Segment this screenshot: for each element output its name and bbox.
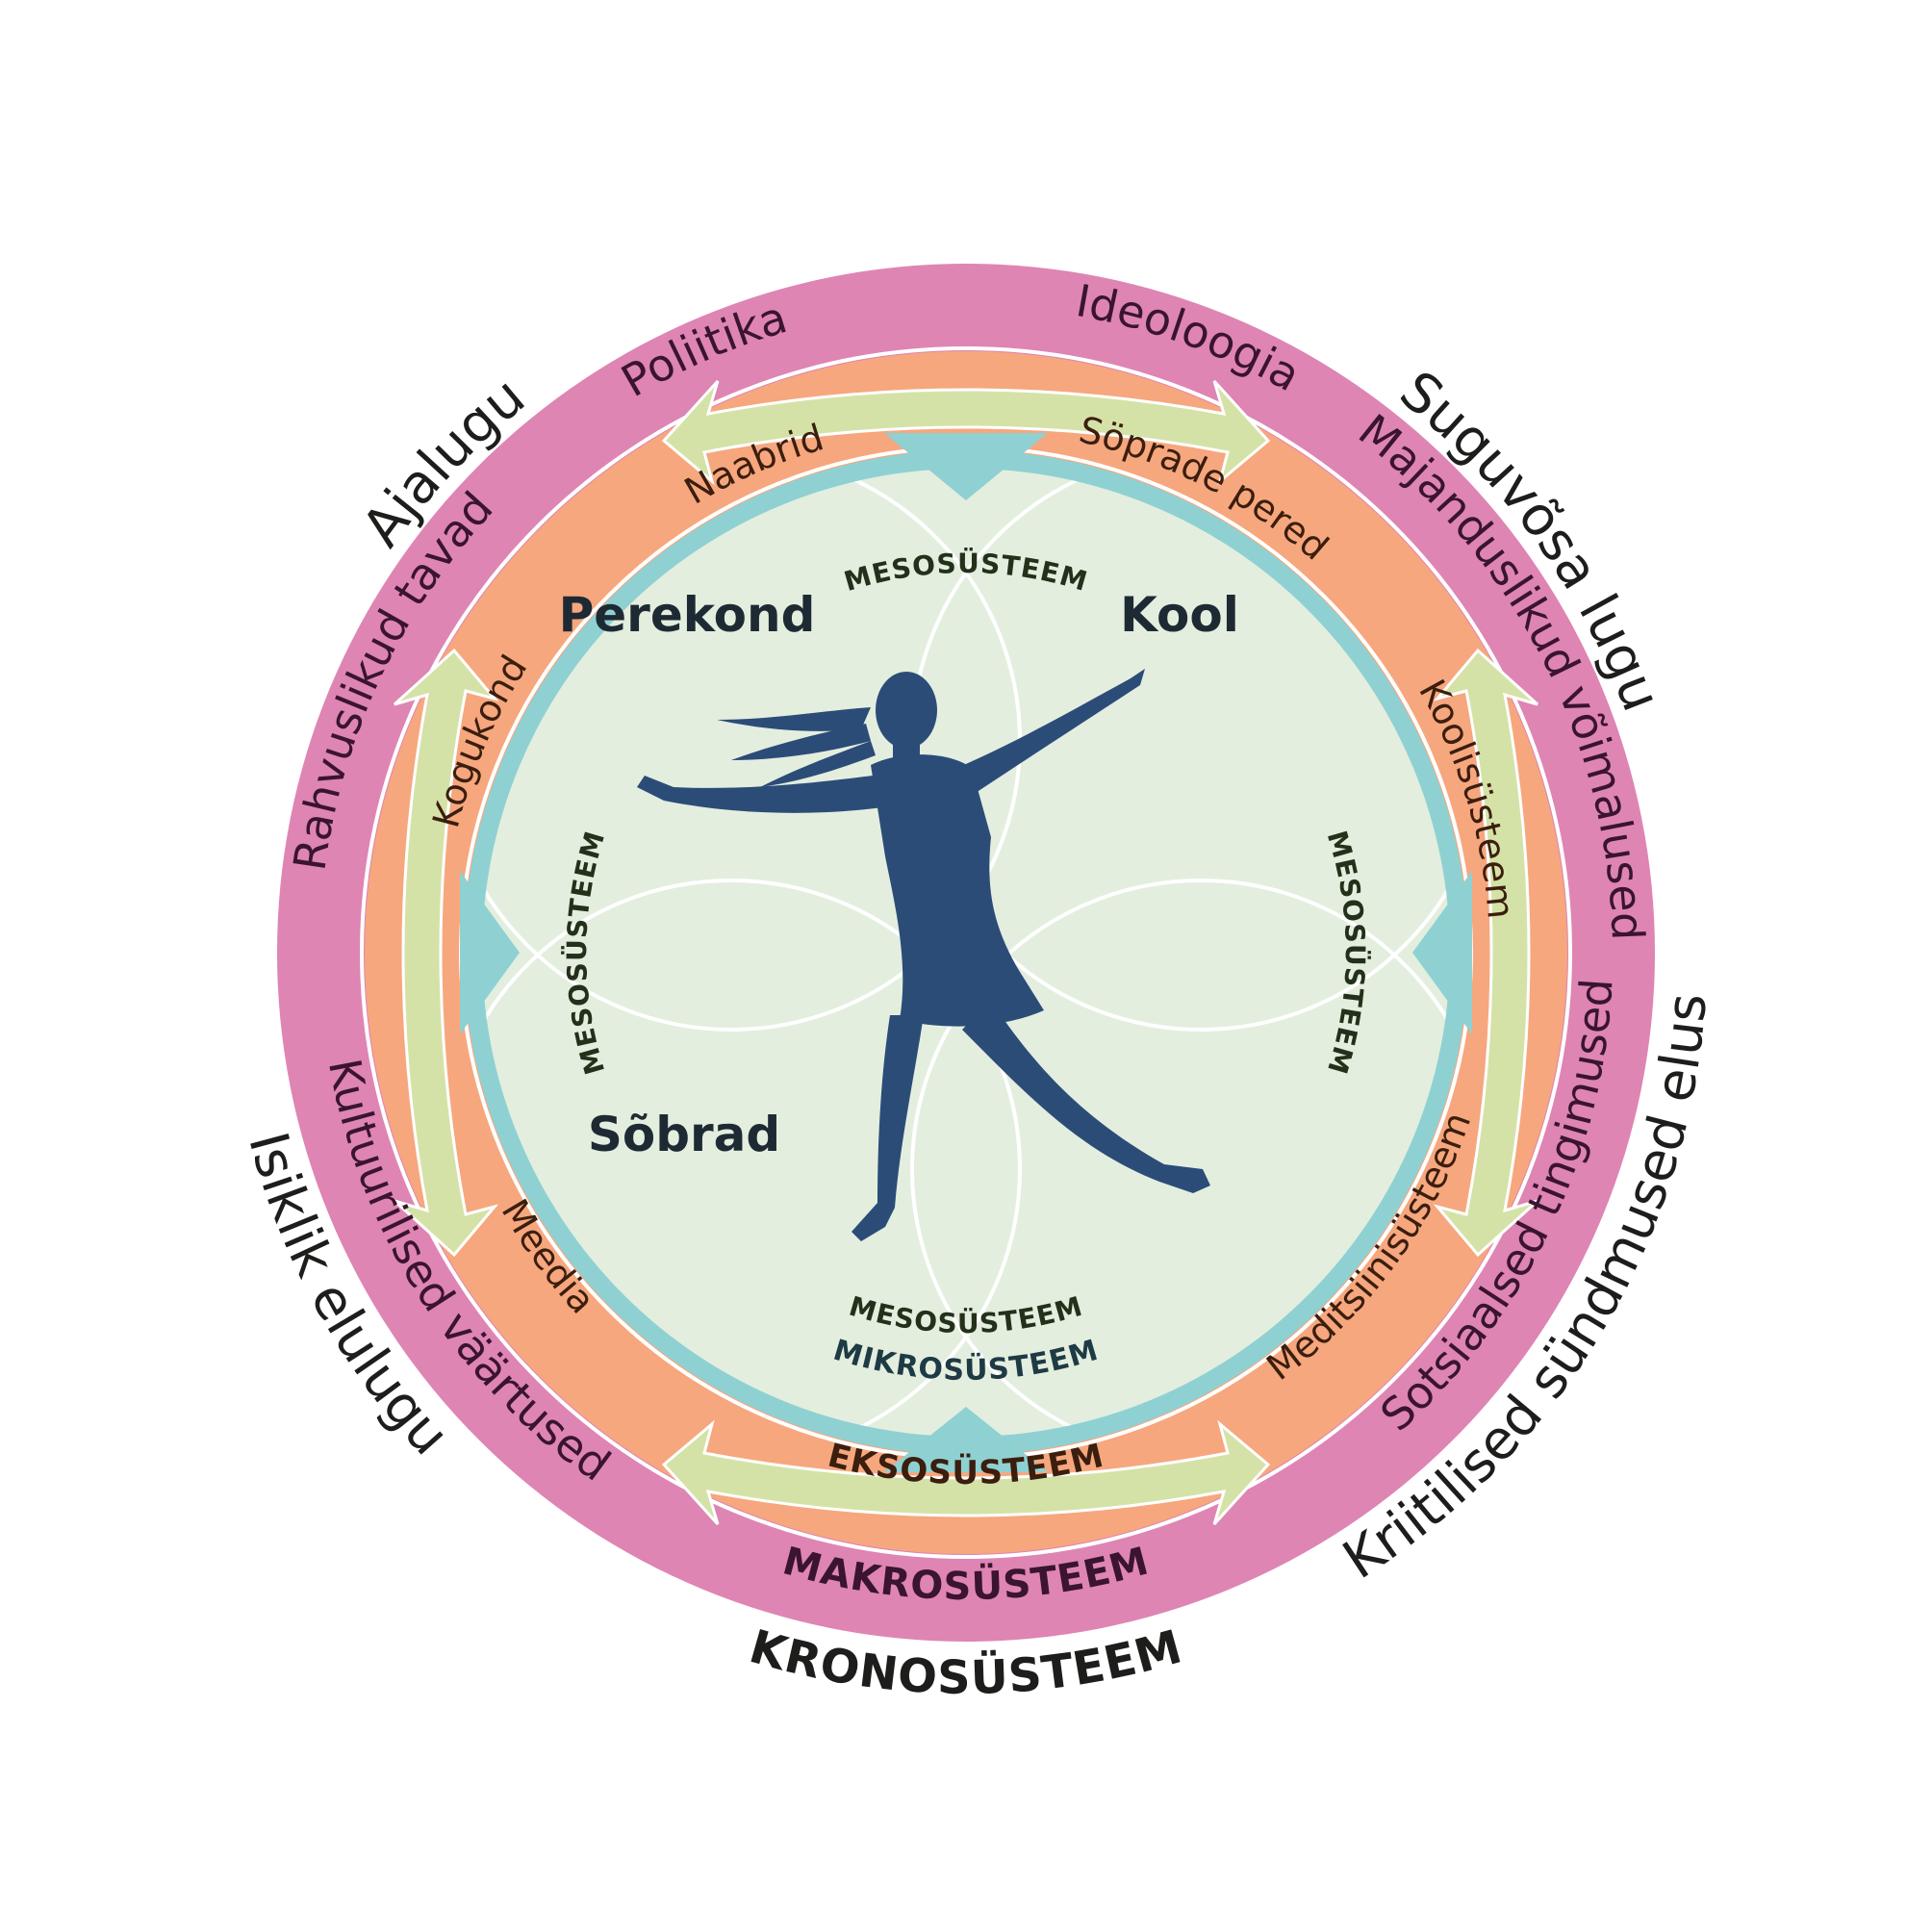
- mesosystem-arrow-right: [1433, 648, 1539, 1258]
- mesosystem-arrow-left: [393, 648, 499, 1258]
- mesosystem-arrow-bottom: [661, 1419, 1271, 1526]
- mesosystem-arrow-top: [661, 379, 1271, 486]
- overlap-lens-left: [460, 871, 520, 1034]
- overlap-lens-top: [884, 433, 1048, 500]
- microsystem-item-family: Perekond: [559, 587, 816, 643]
- macrosystem-ring-divider: [360, 346, 1572, 1559]
- overlap-lens-right: [1412, 871, 1472, 1034]
- overlap-lens-bottom: [884, 1407, 1048, 1472]
- child-jumping-silhouette-icon: [637, 669, 1210, 1241]
- microsystem-item-school: Kool: [1120, 587, 1239, 643]
- microsystem-item-friends: Sõbrad: [588, 1107, 780, 1162]
